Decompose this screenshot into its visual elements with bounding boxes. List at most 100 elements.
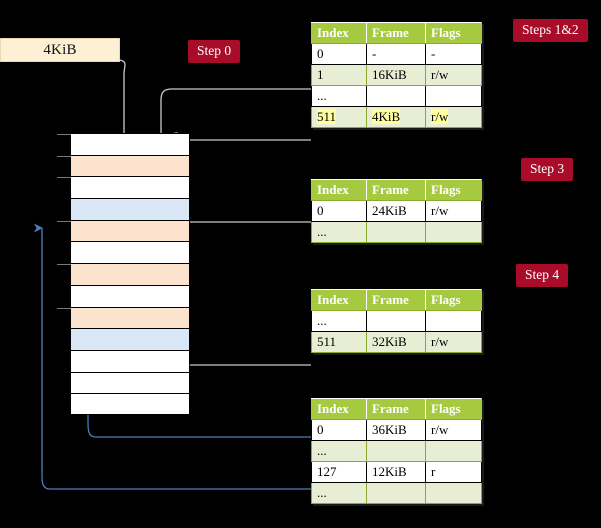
table-cell-index: 127 [311,461,367,483]
memory-row-tick [57,307,71,309]
table-cell-flags [425,310,482,332]
table-cell-frame [366,310,426,332]
memory-frame-row [57,219,190,242]
memory-row-tick [57,264,71,266]
wire-l3-to-memory-row7 [175,221,311,267]
table-row: ... [311,482,482,504]
column-header-index: Index [311,289,367,311]
column-header-frame: Frame [366,289,426,311]
memory-frame-row [70,198,190,220]
column-header-frame: Frame [366,22,426,44]
table-cell-flags [425,85,482,107]
badge-step-3: Step 3 [521,158,574,181]
table-cell-frame: 36KiB [366,419,426,441]
column-header-flags: Flags [425,179,482,201]
table-cell-frame [366,482,426,504]
memory-frame-row [70,349,190,372]
badge-steps-1-2: Steps 1&2 [513,19,588,42]
table-cell-flags: r/w [425,64,482,86]
memory-frame-row [70,328,190,350]
memory-frame-row [57,154,190,177]
column-header-index: Index [311,179,367,201]
column-header-index: Index [311,398,367,420]
column-header-flags: Flags [425,398,482,420]
table-row: ... [311,310,482,332]
table-cell-index: ... [311,482,367,504]
memory-frame-row [57,176,190,199]
memory-frame-row [70,393,190,415]
frame-size-box: 4KiB [0,38,120,62]
column-header-frame: Frame [366,398,426,420]
table-cell-flags [425,440,482,462]
table-cell-index: 0 [311,200,367,222]
table-cell-index: 0 [311,419,367,441]
physical-memory-column [57,133,190,415]
table-cell-frame [366,85,426,107]
badge-steps-1-2-label: Steps 1&2 [522,22,579,37]
column-header-flags: Flags [425,289,482,311]
table-cell-index: ... [311,310,367,332]
table-row: 511 4KiB r/w [311,106,482,128]
badge-step-3-label: Step 3 [530,161,565,176]
table-cell-flags: r/w [425,331,482,353]
memory-row-tick [57,220,71,222]
memory-frame-row [70,284,190,307]
table-cell-frame: 32KiB [366,331,426,353]
table-row: ... [311,221,482,243]
badge-step-0-label: Step 0 [197,43,232,58]
table-cell-frame: 16KiB [366,64,426,86]
memory-row-tick [57,155,71,157]
table-cell-flags [425,221,482,243]
memory-row-tick [57,177,71,179]
table-cell-flags: r/w [425,419,482,441]
table-cell-flags [425,482,482,504]
highlighted-value: 4KiB [372,109,401,124]
highlighted-value: r/w [431,109,449,124]
column-header-index: Index [311,22,367,44]
wire-memory-to-l2 [171,325,311,366]
memory-frame-row [57,263,190,285]
memory-frame-row [70,371,190,394]
table-cell-frame: 4KiB [366,106,426,128]
column-header-flags: Flags [425,22,482,44]
table-row: ... [311,440,482,462]
badge-step-4: Step 4 [516,264,569,287]
table-cell-flags: r [425,461,482,483]
table-cell-index: 1 [311,64,367,86]
table-cell-flags: - [425,43,482,65]
column-header-frame: Frame [366,179,426,201]
memory-frame-row [70,241,190,264]
table-cell-index: ... [311,221,367,243]
table-cell-flags: r/w [425,106,482,128]
table-cell-frame [366,221,426,243]
frame-size-label: 4KiB [43,41,77,58]
table-cell-index: 0 [311,43,367,65]
memory-frame-row [57,306,190,329]
badge-step-4-label: Step 4 [525,267,560,282]
table-cell-index: 511 [311,106,367,128]
table-cell-flags: r/w [425,200,482,222]
memory-frame-row [57,133,190,155]
table-cell-frame: - [366,43,426,65]
table-cell-frame [366,440,426,462]
table-row: 0-- [311,43,482,65]
table-cell-frame: 12KiB [366,461,426,483]
table-cell-index: ... [311,85,367,107]
highlighted-value: 511 [317,109,337,124]
badge-step-0: Step 0 [188,40,241,63]
table-cell-index: 511 [311,331,367,353]
